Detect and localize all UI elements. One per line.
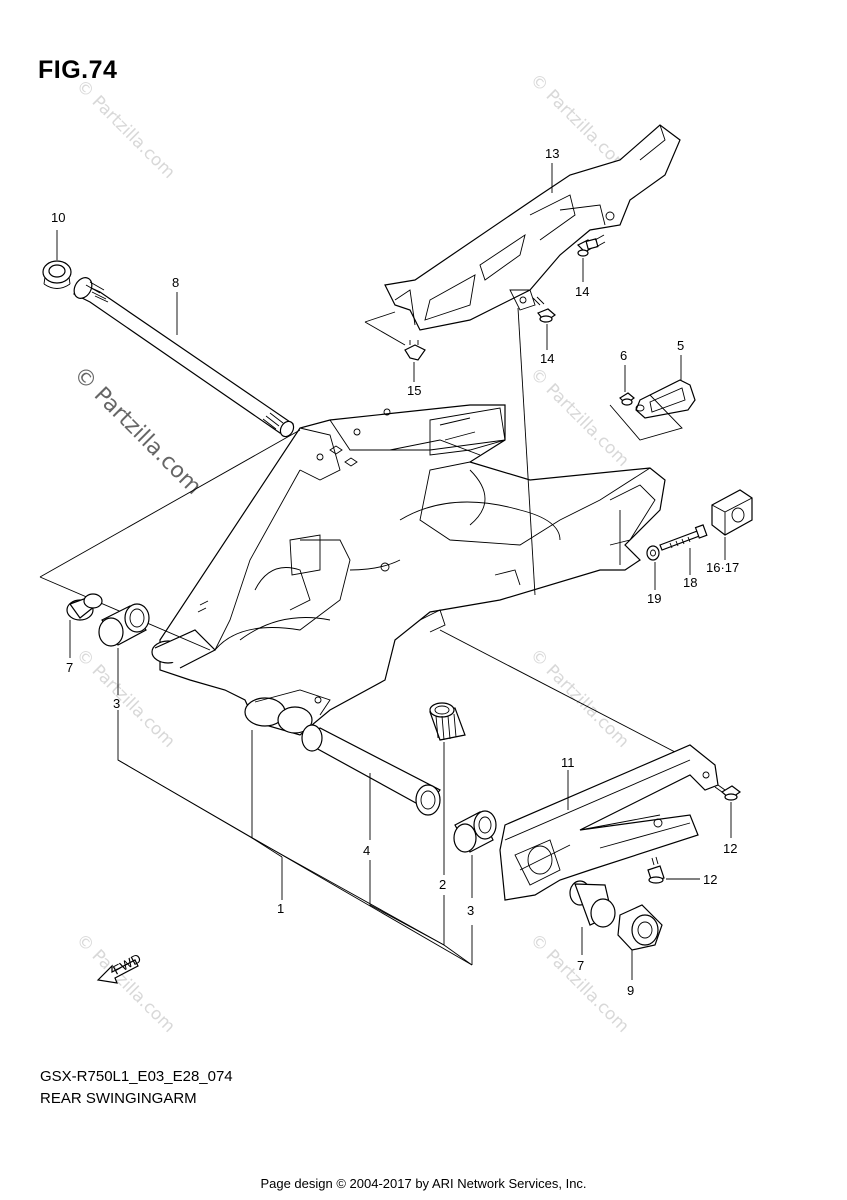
part-14-bolt[interactable]: [532, 296, 556, 323]
callout-10[interactable]: 10: [51, 210, 65, 225]
fwd-arrow-icon: [96, 959, 139, 984]
callout-2[interactable]: 2: [439, 877, 446, 892]
callout-3[interactable]: 3: [467, 903, 474, 918]
callout-14[interactable]: 14: [575, 284, 589, 299]
callout-7[interactable]: 7: [577, 958, 584, 973]
part-7-collar[interactable]: [569, 880, 616, 928]
part-10-nut[interactable]: [42, 260, 72, 289]
assembly-line: [364, 311, 396, 323]
part-14-bolt[interactable]: [576, 234, 606, 257]
part-4-spacer[interactable]: [301, 724, 441, 816]
part-11-chain-slider[interactable]: [499, 744, 719, 901]
callout-8[interactable]: 8: [172, 275, 179, 290]
assembly-line: [364, 321, 406, 346]
figure-title: FIG.74: [38, 56, 118, 84]
part-3-bearing[interactable]: [453, 810, 497, 853]
footer-copyright: Page design © 2004-2017 by ARI Network S…: [260, 1176, 587, 1191]
part-1-swingarm[interactable]: [151, 404, 666, 736]
part-12-screw[interactable]: [714, 784, 742, 801]
callout-14[interactable]: 14: [540, 351, 554, 366]
callout-11[interactable]: 11: [561, 755, 575, 770]
callout-6[interactable]: 6: [620, 348, 627, 363]
callout-3[interactable]: 3: [113, 696, 120, 711]
part-3-bearing[interactable]: [98, 603, 150, 647]
assembly-line: [609, 394, 683, 441]
callout-9[interactable]: 9: [627, 983, 634, 998]
part-18-bolt[interactable]: [659, 524, 708, 551]
assembly-line: [39, 429, 301, 578]
part-7-collar[interactable]: [66, 593, 103, 621]
part-9-nut[interactable]: [617, 904, 663, 951]
part-5-plate[interactable]: [635, 379, 696, 419]
assembly-line: [517, 307, 536, 596]
callout-16-17[interactable]: 16·17: [706, 560, 739, 575]
callout-1[interactable]: 1: [277, 901, 284, 916]
part-16-17-adjuster[interactable]: [711, 489, 753, 536]
callout-4[interactable]: 4: [363, 843, 370, 858]
callout-7[interactable]: 7: [66, 660, 73, 675]
part-13-chain-cover[interactable]: [384, 124, 681, 331]
callout-19[interactable]: 19: [647, 591, 661, 606]
group-brackets: [117, 710, 473, 966]
callout-13[interactable]: 13: [545, 146, 559, 161]
part-2-needle-bearing[interactable]: [429, 702, 466, 741]
callout-12[interactable]: 12: [723, 841, 737, 856]
part-6-bolt[interactable]: [619, 392, 635, 406]
part-15-clip[interactable]: [404, 340, 426, 361]
callout-18[interactable]: 18: [683, 575, 697, 590]
fwd-label: FWD: [110, 951, 143, 978]
part-8-pivot-shaft[interactable]: [71, 274, 297, 438]
model-code: GSX-R750L1_E03_E28_074: [40, 1068, 233, 1085]
part-19-nut[interactable]: [646, 545, 660, 561]
part-12-screw[interactable]: [647, 856, 665, 884]
callout-5[interactable]: 5: [677, 338, 684, 353]
callout-15[interactable]: 15: [407, 383, 421, 398]
assembly-line: [439, 629, 701, 766]
callout-12[interactable]: 12: [703, 872, 717, 887]
diagram-caption: REAR SWINGINGARM: [40, 1090, 197, 1107]
